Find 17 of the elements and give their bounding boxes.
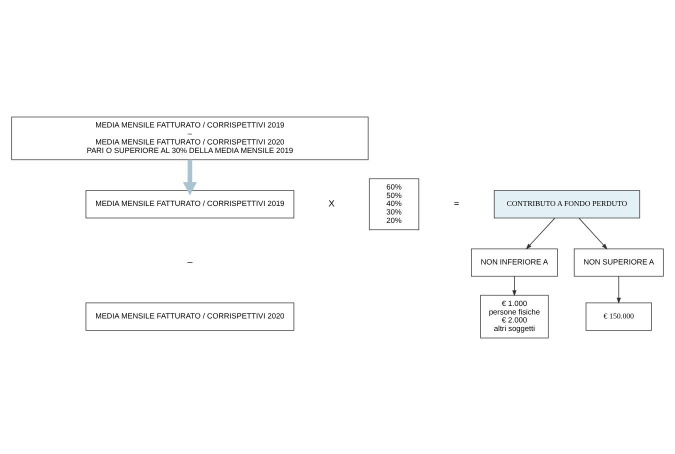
label: = [454, 198, 460, 208]
node-box: CONTRIBUTO A FONDO PERDUTO [494, 190, 640, 218]
node-box: 60% 50% 40% 30% 20% [368, 178, 420, 230]
node-box: MEDIA MENSILE FATTURATO / CORRISPETTIVI 2020 [86, 302, 294, 330]
arrow [578, 217, 608, 250]
arrow [526, 217, 556, 250]
node-box: MEDIA MENSILE FATTURATO / CORRISPETTIVI 2019 [86, 190, 294, 218]
label: X [328, 198, 335, 208]
arrow [616, 275, 621, 304]
arrow [182, 159, 197, 195]
arrow [512, 275, 517, 296]
node-box: € 150.000 [586, 302, 652, 330]
node-box: MEDIA MENSILE FATTURATO / CORRISPETTIVI 2019 – MEDIA MENSILE FATTURATO / CORRISPETTIVI 2020 PARI O SUPERIORE AL 30% DELLA MEDIA MENSILE 2019 [11, 116, 369, 160]
node-box: NON INFERIORE A [471, 248, 558, 276]
node-box: NON SUPERIORE A [574, 248, 664, 276]
label: – [187, 256, 192, 266]
node-box: € 1.000 persone fisiche € 2.000 altri soggetti [480, 294, 549, 338]
